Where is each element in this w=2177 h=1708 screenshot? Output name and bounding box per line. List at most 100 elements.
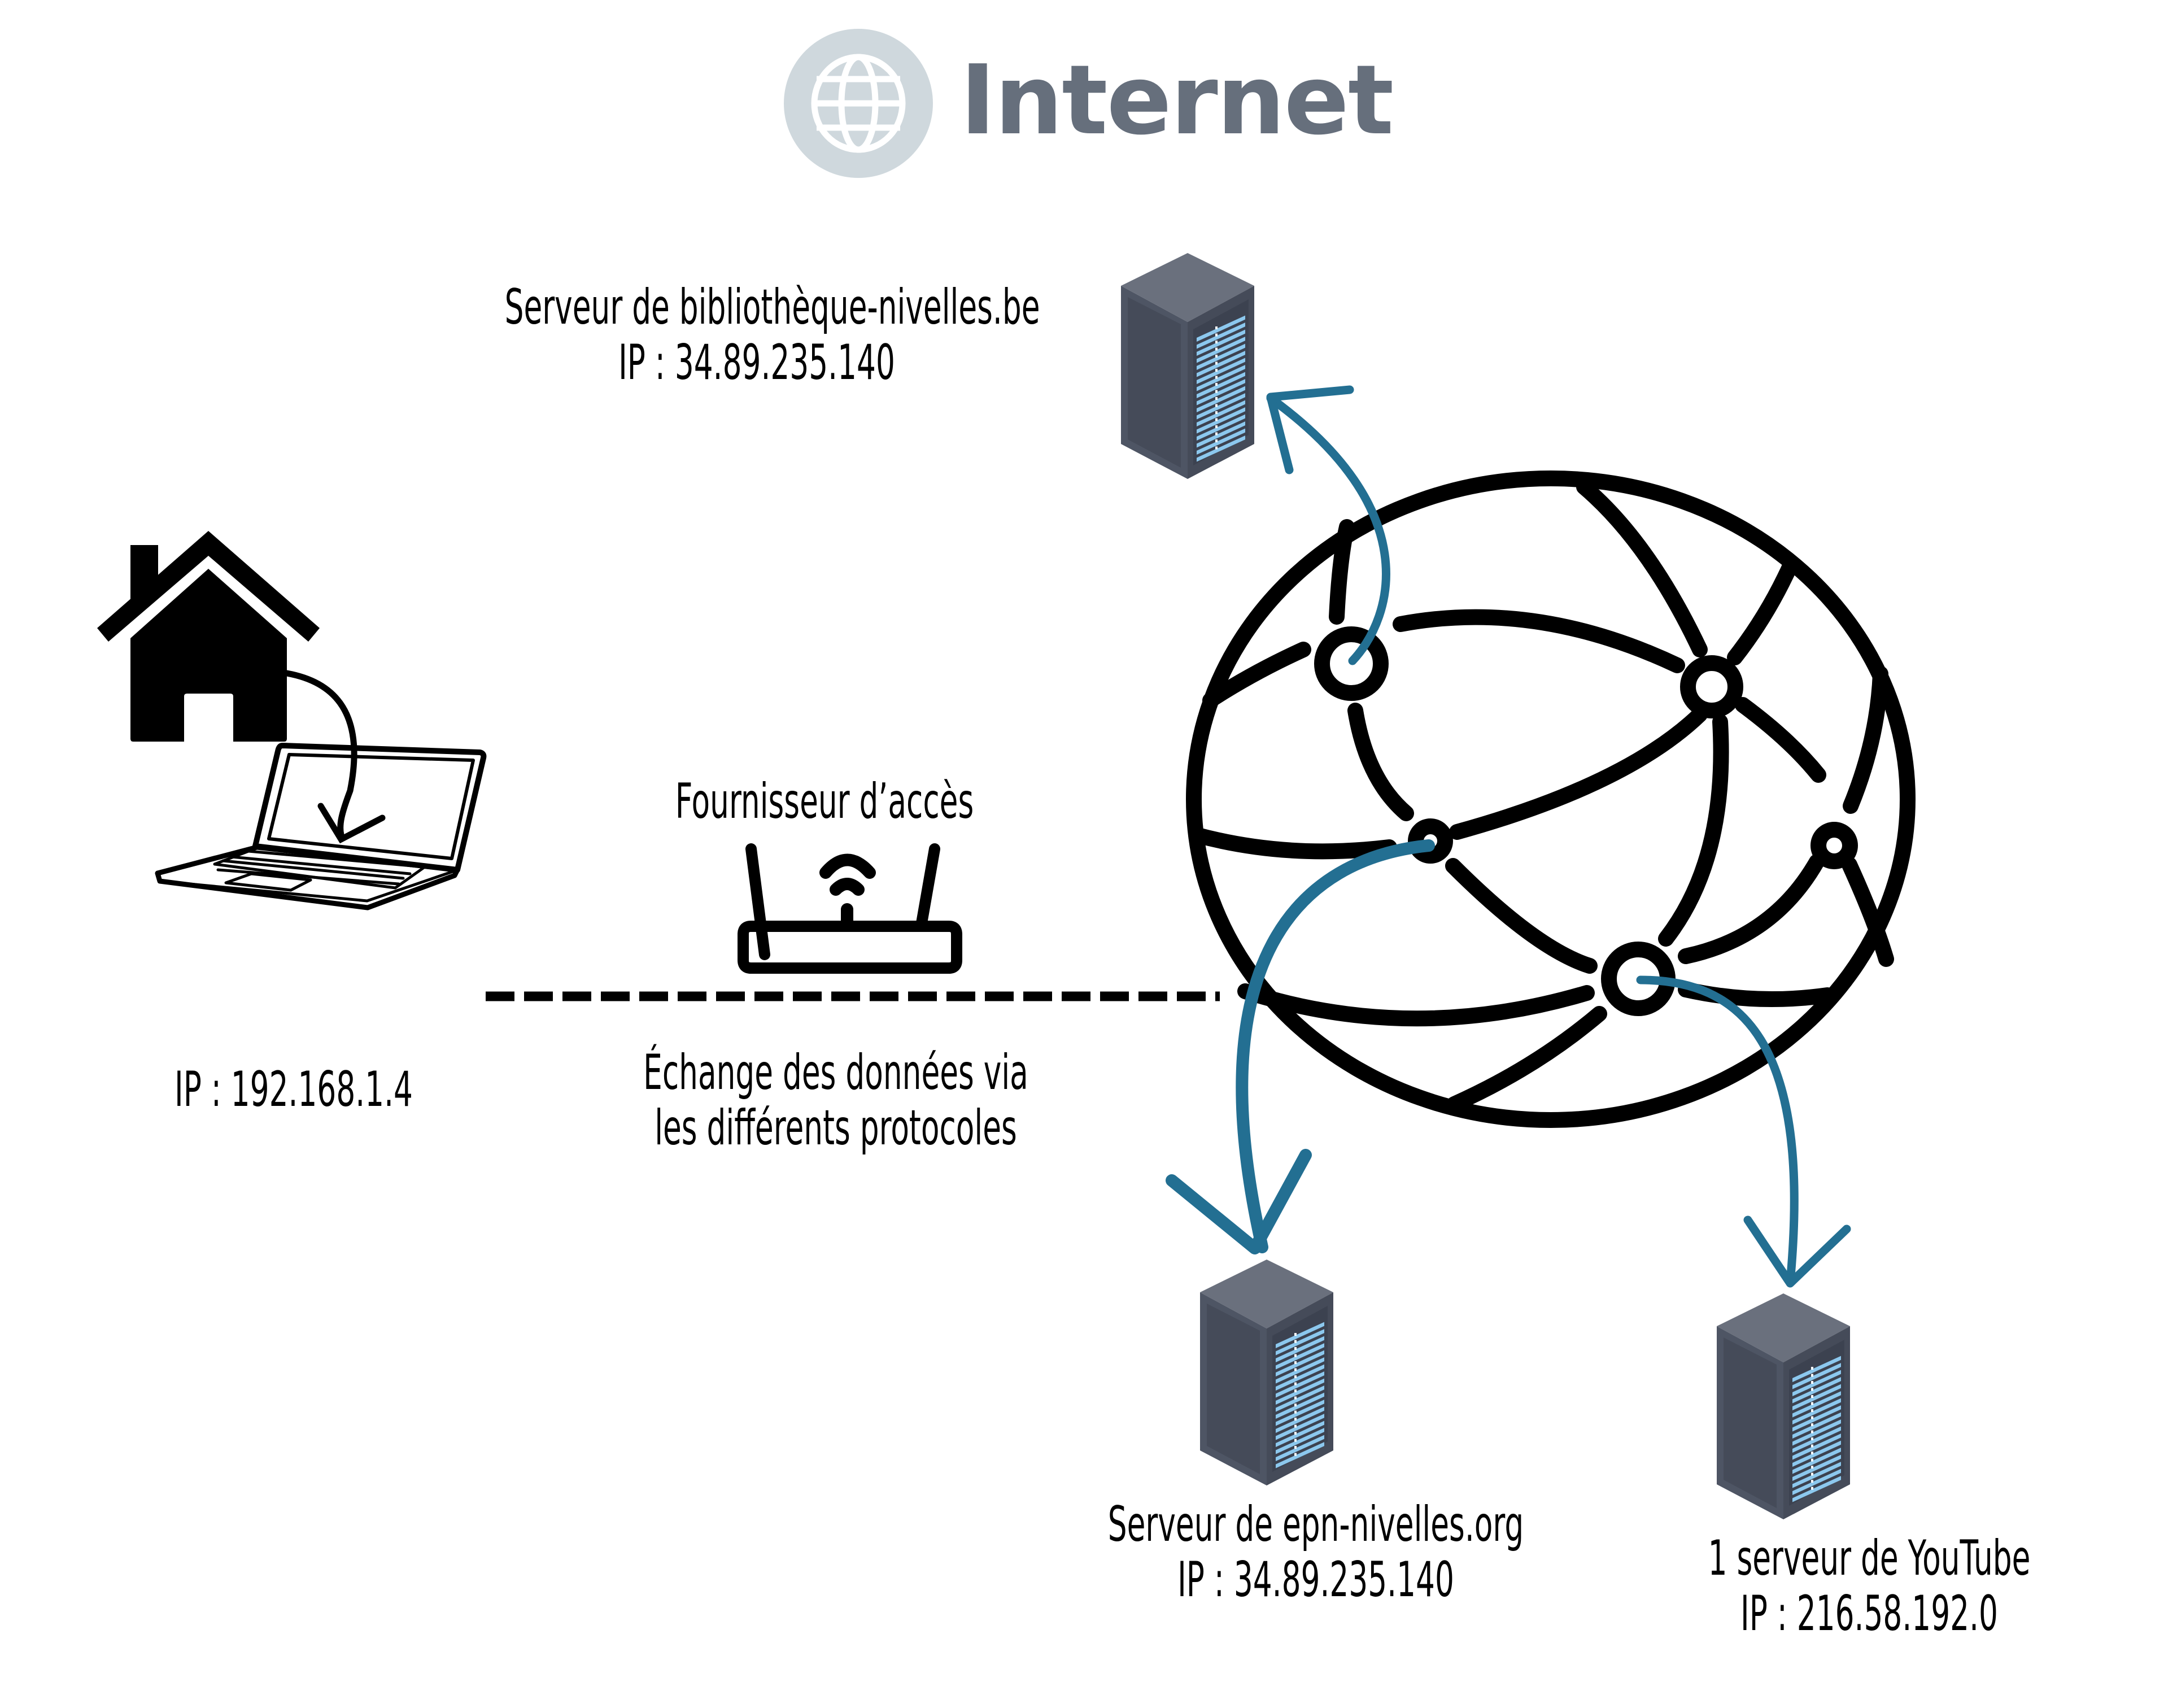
globe-icon	[811, 54, 906, 153]
server-slot	[1792, 1440, 1841, 1467]
server-led	[1294, 1340, 1297, 1343]
server-led	[1215, 390, 1218, 393]
server-led	[1215, 326, 1218, 329]
server-slot	[1197, 407, 1245, 434]
server-led	[1294, 1375, 1297, 1378]
server-slot	[1792, 1370, 1841, 1396]
server-led	[1215, 446, 1218, 450]
server-led	[1215, 355, 1218, 358]
server-led	[1811, 1423, 1813, 1426]
server-led	[1215, 397, 1218, 400]
server-slot	[1792, 1405, 1841, 1432]
arrow-to-biblio-server	[1266, 385, 1390, 665]
title-globe-badge	[784, 29, 933, 178]
arrow-to-youtube-server	[1636, 975, 1799, 1287]
server-slot	[1792, 1454, 1841, 1481]
server-led	[1215, 383, 1218, 386]
server-slot	[1197, 351, 1245, 377]
server-slot	[1197, 343, 1245, 370]
network-node	[1810, 822, 1858, 869]
server-slot	[1792, 1419, 1841, 1446]
server-led	[1294, 1404, 1297, 1406]
server-slot	[1197, 315, 1245, 342]
network-node	[1314, 626, 1389, 701]
server-slot	[1276, 1371, 1324, 1398]
server-led	[1811, 1458, 1813, 1462]
server-slot	[1792, 1377, 1841, 1404]
server-slot	[1197, 337, 1245, 363]
arrow-head-youtube	[1743, 1215, 1851, 1288]
server-slot	[1276, 1406, 1324, 1433]
server-label-youtube: 1 serveur de YouTube IP : 216.58.192.0	[1642, 1531, 2097, 1641]
server-led	[1215, 432, 1218, 435]
server-led	[1294, 1432, 1297, 1435]
server-biblio[interactable]	[1121, 253, 1254, 479]
server-slot	[1197, 379, 1245, 406]
server-slot	[1276, 1322, 1324, 1348]
server-slot	[1792, 1398, 1841, 1424]
server-slot	[1276, 1414, 1324, 1440]
server-slot	[1276, 1435, 1324, 1461]
page-title: Internet	[960, 45, 1394, 156]
server-slot	[1276, 1442, 1324, 1469]
exchange-line-1: Échange des données via	[643, 1044, 1028, 1101]
server-slot	[1197, 414, 1245, 441]
server-led	[1215, 341, 1218, 343]
server-youtube[interactable]	[1717, 1293, 1850, 1519]
server-ip: IP : 34.89.235.140	[618, 334, 895, 391]
server-slot	[1792, 1476, 1841, 1502]
server-slot	[1792, 1412, 1841, 1439]
server-ip: IP : 216.58.192.0	[1740, 1585, 1998, 1642]
server-led	[1811, 1409, 1813, 1412]
server-led	[1294, 1446, 1297, 1449]
server-slot	[1197, 372, 1245, 398]
server-led	[1811, 1472, 1813, 1476]
home-to-laptop-arrow	[283, 670, 386, 844]
server-slot	[1792, 1363, 1841, 1389]
server-slot	[1197, 365, 1245, 391]
server-led	[1215, 404, 1218, 407]
server-led	[1215, 376, 1218, 379]
server-led	[1294, 1347, 1297, 1350]
server-led	[1215, 418, 1218, 421]
server-slot	[1792, 1448, 1841, 1474]
server-led	[1811, 1444, 1813, 1448]
server-slot	[1276, 1392, 1324, 1419]
server-led	[1294, 1424, 1297, 1428]
server-led	[1294, 1418, 1297, 1421]
server-epn[interactable]	[1200, 1260, 1333, 1485]
server-slot	[1197, 428, 1245, 455]
arrow-to-epn-server	[1166, 839, 1435, 1254]
server-slot	[1197, 329, 1245, 356]
house-icon	[97, 531, 320, 742]
server-led	[1294, 1354, 1297, 1357]
server-led	[1811, 1480, 1813, 1483]
server-led	[1811, 1487, 1813, 1490]
network-node	[1680, 655, 1743, 718]
server-slot	[1276, 1385, 1324, 1412]
laptop-icon	[155, 743, 487, 910]
server-led	[1215, 369, 1218, 372]
server-slot	[1276, 1343, 1324, 1370]
server-led	[1215, 439, 1218, 442]
server-slot	[1276, 1357, 1324, 1384]
wifi-router-icon	[738, 843, 962, 974]
server-led	[1294, 1453, 1297, 1456]
server-slot	[1197, 435, 1245, 462]
server-led	[1215, 425, 1218, 428]
isp-name: Fournisseur d’accès	[675, 773, 974, 830]
server-slots	[1792, 1356, 1841, 1502]
server-slot	[1276, 1421, 1324, 1447]
server-led	[1294, 1361, 1297, 1364]
server-led	[1215, 411, 1218, 414]
server-name: Serveur de epn-nivelles.org	[1107, 1496, 1524, 1553]
server-led	[1811, 1402, 1813, 1405]
exchange-label: Échange des données via les différents p…	[626, 1045, 1046, 1156]
server-led	[1215, 361, 1218, 365]
laptop-keyboard	[213, 849, 426, 890]
server-slot	[1276, 1350, 1324, 1376]
server-led	[1811, 1452, 1813, 1454]
server-slot	[1276, 1400, 1324, 1426]
server-led	[1811, 1437, 1813, 1440]
server-led	[1215, 347, 1218, 351]
